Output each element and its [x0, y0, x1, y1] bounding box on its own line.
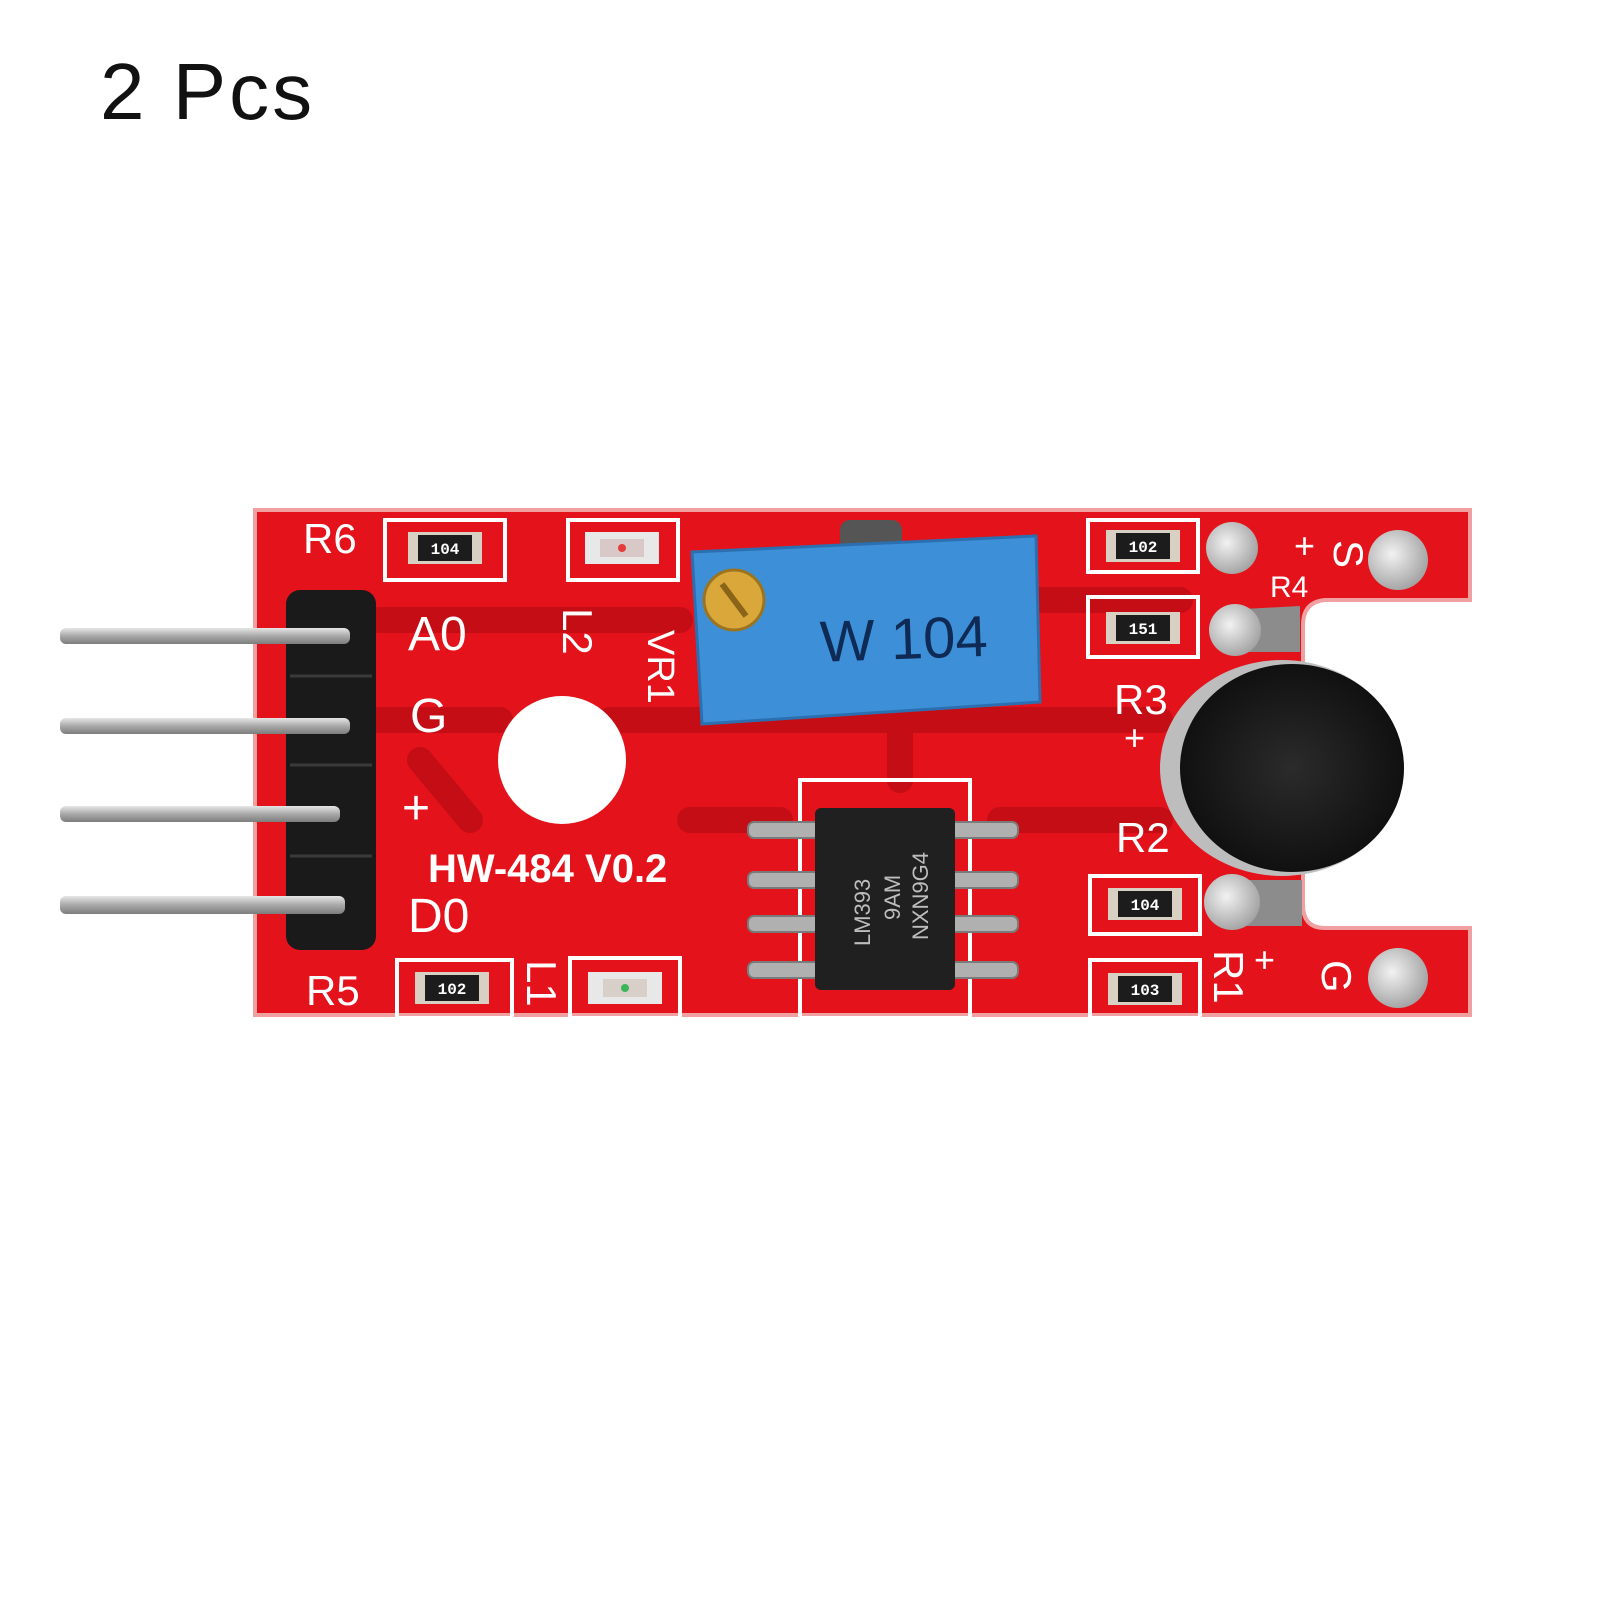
- electret-microphone: [1160, 660, 1404, 876]
- silk-l1: L1: [518, 960, 565, 1007]
- silk-r4: R4: [1270, 571, 1308, 604]
- resistor-r4-code: 102: [1129, 539, 1158, 557]
- header-pin: [60, 896, 345, 914]
- pin-header: [60, 590, 376, 950]
- potentiometer-label: W 104: [819, 604, 989, 675]
- silk-vr1: VR1: [639, 630, 681, 704]
- header-pin: [60, 718, 350, 734]
- quantity-label: 2 Pcs: [100, 47, 316, 136]
- resistor-r3: 151: [1106, 612, 1180, 644]
- silk-r1: R1: [1205, 950, 1252, 1004]
- resistor-r4: 102: [1106, 530, 1180, 562]
- led-l2: [585, 532, 659, 564]
- resistor-r2: 104: [1108, 888, 1182, 920]
- mic-lead-bottom: [1204, 874, 1302, 930]
- pin-label-a0: A0: [408, 608, 467, 661]
- header-pin: [60, 806, 340, 822]
- resistor-r5: 102: [415, 972, 489, 1004]
- silk-g: G: [1313, 960, 1360, 993]
- header-pin: [60, 628, 350, 644]
- led-l1: [588, 972, 662, 1004]
- silk-s: S: [1325, 540, 1372, 568]
- chip-line-2: 9AM: [880, 875, 905, 920]
- silk-r5: R5: [306, 967, 360, 1014]
- pin-label-g: G: [410, 690, 447, 743]
- silk-r3: R3: [1114, 676, 1168, 723]
- resistor-r1: 103: [1108, 973, 1182, 1005]
- silk-r2: R2: [1116, 814, 1170, 861]
- mounting-hole: [498, 696, 626, 824]
- potentiometer: W 104: [690, 520, 1042, 726]
- mic-lead-top: [1209, 604, 1300, 656]
- silk-r6: R6: [303, 515, 357, 562]
- silk-l2: L2: [554, 608, 601, 655]
- pin-label-plus: +: [402, 782, 430, 835]
- silk-plus-mic: +: [1124, 717, 1145, 758]
- resistor-r2-code: 104: [1131, 897, 1160, 915]
- resistor-r5-code: 102: [438, 981, 467, 999]
- resistor-r1-code: 103: [1131, 982, 1160, 1000]
- solder-pad: [1206, 522, 1258, 574]
- pin-label-d0: D0: [408, 890, 469, 943]
- resistor-r6: 104: [408, 532, 482, 564]
- model-label: HW-484 V0.2: [428, 847, 667, 891]
- comparator-chip: LM393 9AM NXN9G4: [747, 808, 1019, 990]
- chip-line-1: LM393: [850, 879, 875, 946]
- solder-pad: [1368, 530, 1428, 590]
- resistor-r3-code: 151: [1129, 621, 1158, 639]
- silk-plus-top: +: [1294, 525, 1315, 566]
- resistor-r6-code: 104: [431, 541, 460, 559]
- solder-pad: [1368, 948, 1428, 1008]
- chip-line-3: NXN9G4: [908, 852, 933, 940]
- silk-plus-bottom: +: [1254, 939, 1275, 980]
